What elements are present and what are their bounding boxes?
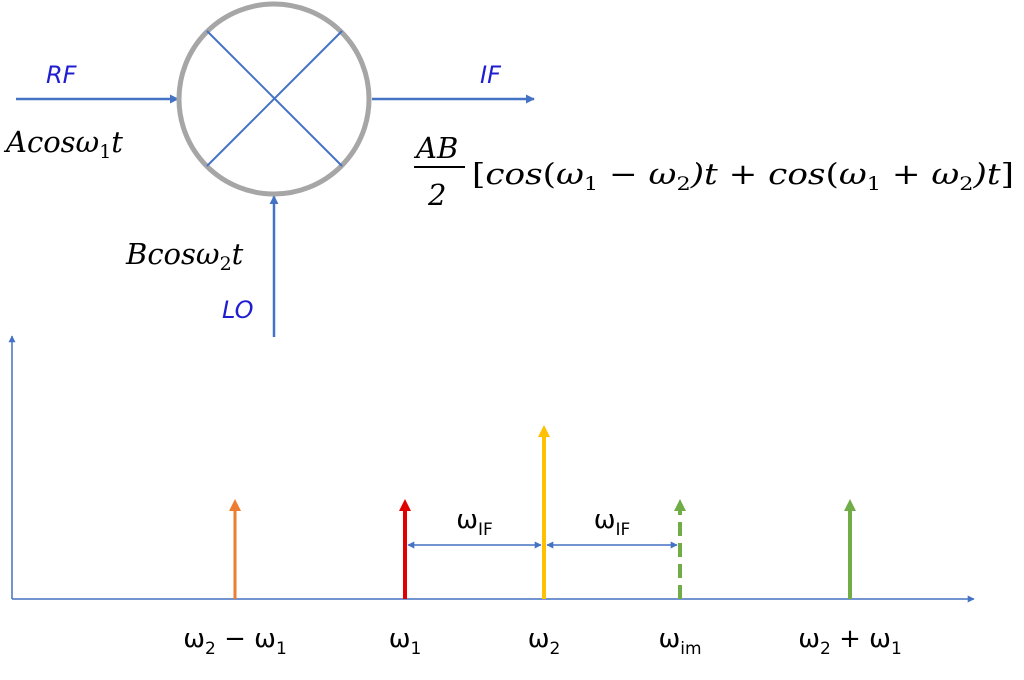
lo-signal-formula: Bcosω2t bbox=[125, 237, 244, 275]
if-spacing-label: ωIF bbox=[594, 505, 631, 540]
spectral-arrowhead-sum bbox=[844, 499, 856, 511]
spectrum-label-sum: ω2 + ω1 bbox=[798, 624, 902, 659]
mixer-block bbox=[16, 1, 535, 337]
mixer-circle bbox=[176, 1, 372, 197]
spectrum-label-w1: ω1 bbox=[389, 624, 422, 659]
spectral-arrowhead-w1 bbox=[399, 499, 411, 511]
spectral-arrowhead-w2 bbox=[538, 425, 550, 437]
rf-signal-formula: Acosω1t bbox=[3, 125, 123, 163]
formula-numerator: AB bbox=[413, 131, 458, 165]
if-label: IF bbox=[480, 61, 502, 89]
spectrum-label-wim: ωim bbox=[658, 624, 701, 659]
spectrum-lines bbox=[229, 425, 856, 599]
rf-label: RF bbox=[46, 61, 78, 89]
spectrum-plot: ωIF ωIF ω2 − ω1 ω1 ω2 ωim ω2 + ω1 bbox=[8, 335, 975, 659]
spectrum-label-diff: ω2 − ω1 bbox=[183, 624, 287, 659]
if-spacing-label: ωIF bbox=[456, 505, 493, 540]
spectrum-labels: ω2 − ω1 ω1 ω2 ωim ω2 + ω1 bbox=[183, 624, 902, 659]
lo-label: LO bbox=[222, 296, 254, 324]
mixer-cross-line-b bbox=[206, 30, 343, 167]
if-spacing-arrows: ωIF ωIF bbox=[407, 505, 678, 549]
formula-denominator: 2 bbox=[427, 178, 446, 212]
spectrum-label-w2: ω2 bbox=[528, 624, 561, 659]
spectral-arrowhead-wim bbox=[674, 499, 686, 511]
spectral-arrowhead-diff bbox=[229, 499, 241, 511]
